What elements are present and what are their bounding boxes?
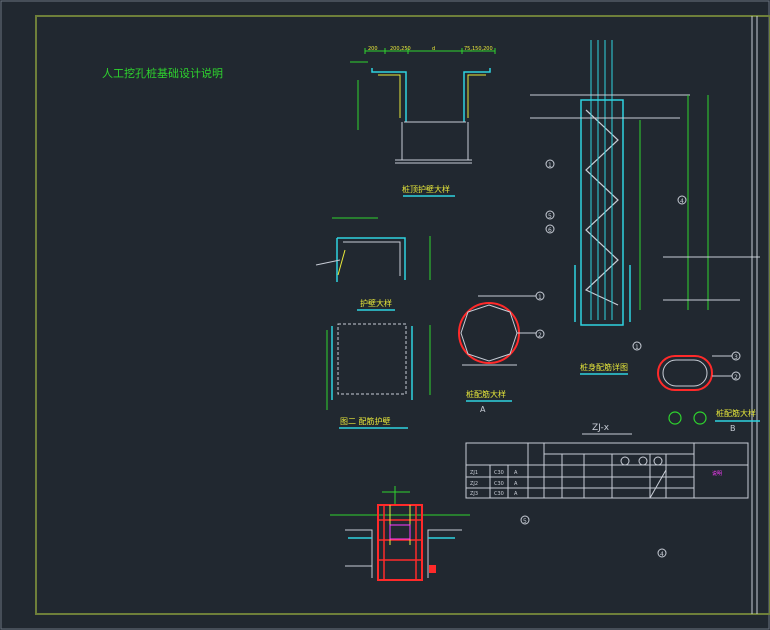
ring-rebar-drawing: 桩配筋大样 A [458,295,536,414]
main-title: 人工挖孔桩基础设计说明 [102,66,223,80]
callout-1: 1 [548,162,552,169]
ring-rebar-label: 桩配筋大样 [466,389,506,399]
callouts: 1 5 6 4 1 2 1 3 2 5 4 [520,159,741,558]
schedule-table: ZJ-x ZJ1 C30 A ZJ2 C30 A ZJ3 C30 A 说明 [465,423,749,499]
callout-5: 5 [548,213,552,220]
wall-detail-label: 护壁大样 [360,298,392,308]
fig2-drawing: 图二 配筋护壁 [326,323,431,429]
table-cell-1-2: A [514,481,518,487]
dim-75: 75,150,200 [464,46,493,52]
callout-4b: 4 [660,551,664,558]
section-b-label: 桩配筋大样 [716,408,756,418]
callout-2b: 2 [734,374,738,381]
wall-detail-drawing: 护壁大样 [315,217,431,311]
table-cell-0-2: A [514,470,518,476]
callout-1c: 1 [635,344,639,351]
callout-6: 6 [548,227,552,234]
table-cell-1-0: ZJ2 [470,481,478,487]
table-cell-0-0: ZJ1 [470,470,478,476]
table-cell-0-1: C30 [494,470,504,476]
table-cell-2-2: A [514,491,518,497]
letter-b: B [730,424,736,433]
table-cell-2-1: C30 [494,491,504,497]
dim-d: d [432,46,435,52]
cap-detail-label: 桩顶护壁大样 [402,184,450,194]
fig2-label: 图二 配筋护壁 [340,416,391,426]
callout-1b: 1 [538,294,542,301]
ring-letter-a: A [480,405,486,414]
pile-rebar-label: 桩身配筋详图 [580,362,628,372]
table-title: ZJ-x [592,423,610,433]
callout-5b: 5 [523,518,527,525]
callout-3: 3 [734,354,738,361]
pile-rebar-drawing: 桩身配筋详图 [530,40,760,375]
callout-4: 4 [680,198,684,205]
drawing-border [35,15,770,615]
cap-detail-drawing: 200 200,250 d 75,150,200 桩顶护壁大样 [350,46,496,197]
dim-200-250: 200,250 [390,46,411,52]
table-tag: 说明 [712,470,722,477]
table-cell-1-1: C30 [494,481,504,487]
section-b-drawing: 桩配筋大样 B [657,355,760,433]
table-cell-2-0: ZJ3 [470,491,478,497]
foundation-detail-drawing [330,486,470,581]
callout-2: 2 [538,332,542,339]
dim-200: 200 [368,46,378,52]
